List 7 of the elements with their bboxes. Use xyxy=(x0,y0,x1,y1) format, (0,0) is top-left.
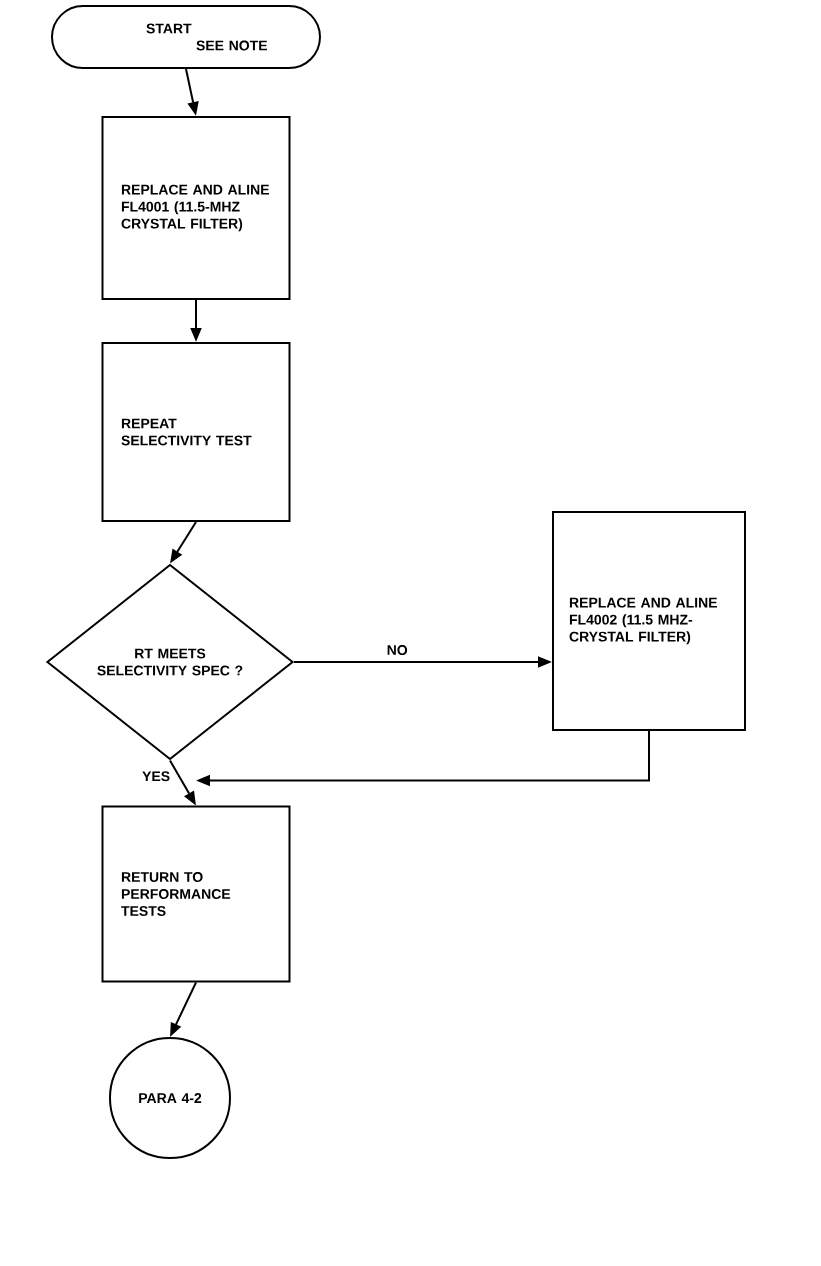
process-box: RETURN TO PERFORMANCE TESTS xyxy=(101,805,291,983)
process-box: REPLACE AND ALINE FL4001 (11.5-MHZ CRYSTAL FILTER) xyxy=(101,116,291,300)
terminator: START SEE NOTE xyxy=(51,5,321,69)
edge-label: YES xyxy=(142,771,170,782)
process-box: REPEAT SELECTIVITY TEST xyxy=(101,342,291,522)
process-box: REPLACE AND ALINE FL4002 (11.5 MHZ- CRYSTAL FILTER) xyxy=(552,511,746,731)
edge-label: NO xyxy=(387,645,408,655)
